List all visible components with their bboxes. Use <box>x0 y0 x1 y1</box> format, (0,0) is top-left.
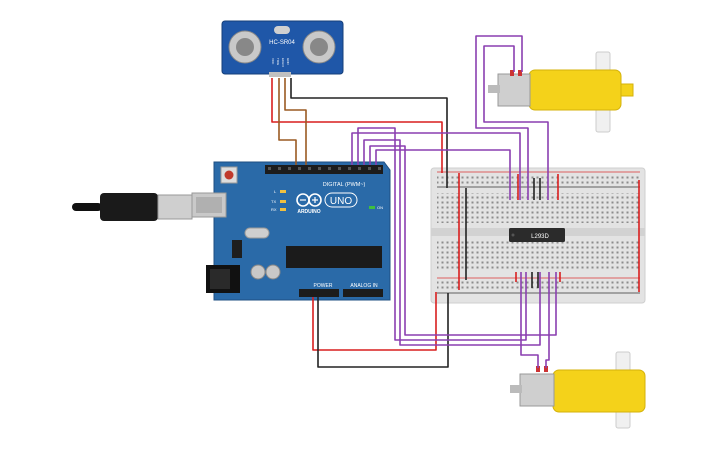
wires <box>271 35 640 368</box>
microcontroller-chip <box>286 246 382 268</box>
rx-led-label: RX <box>271 207 277 212</box>
power-label: POWER <box>314 283 333 289</box>
sensor-pin-echo: ECHO <box>281 58 285 67</box>
motor-top[interactable] <box>488 51 634 133</box>
wire-sensor-gnd <box>290 78 448 188</box>
sensor-pin-vcc: VCC <box>271 58 275 65</box>
l293d-chip[interactable]: L293D <box>509 228 565 242</box>
analog-label: ANALOG IN <box>350 283 378 289</box>
on-led-label: ON <box>377 205 383 210</box>
arduino-brand: ARDUINO <box>297 209 320 215</box>
wire-motor-bottom-a <box>520 272 539 368</box>
arduino-model: UNO <box>330 196 352 207</box>
sensor-label: HC-SR04 <box>269 40 295 46</box>
hc-sr04-sensor[interactable]: HC-SR04 VCC TRIG ECHO GND <box>221 20 344 77</box>
chip-label: L293D <box>531 234 549 240</box>
analog-header <box>343 289 383 297</box>
wire-signal-4 <box>369 145 557 336</box>
wire-signal-3 <box>363 139 541 346</box>
wire-sensor-echo <box>284 78 307 165</box>
wire-sensor-trig <box>278 78 297 165</box>
digital-label: DIGITAL (PWM~) <box>323 182 366 188</box>
wire-signal-2 <box>357 127 527 341</box>
sensor-pin-trig: TRIG <box>276 58 280 66</box>
wire-arduino-5v <box>312 292 437 351</box>
wire-motor-top-a <box>475 35 529 200</box>
usb-cable <box>72 193 193 221</box>
motor-bottom[interactable] <box>510 351 646 429</box>
tx-led-label: TX <box>271 199 276 204</box>
power-header <box>299 289 339 297</box>
arduino-uno[interactable]: DIGITAL (PWM~) L TX RX ON ARDUINO UNO PO… <box>191 161 391 301</box>
wire-signal-5 <box>375 149 511 200</box>
wire-signal-1 <box>351 132 521 200</box>
wire-motor-top-b <box>483 45 549 200</box>
arduino-logo-icon <box>296 193 322 207</box>
wire-arduino-gnd <box>317 293 449 368</box>
wire-sensor-vcc <box>271 78 443 173</box>
sensor-pin-gnd: GND <box>286 58 290 66</box>
l-led-label: L <box>274 189 277 194</box>
digital-header <box>265 165 383 174</box>
wire-motor-bottom-b <box>545 272 550 368</box>
